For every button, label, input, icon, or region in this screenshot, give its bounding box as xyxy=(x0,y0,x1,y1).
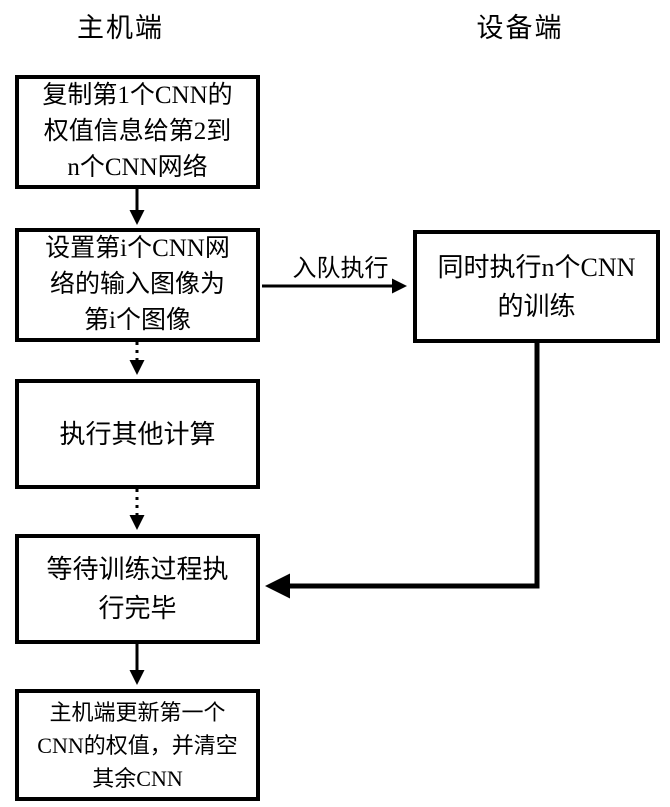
node-set-input-label: 设置第i个CNN网 络的输入图像为 第i个图像 xyxy=(45,234,230,335)
node-other-compute-label: 执行其他计算 xyxy=(59,419,216,449)
node-device-train: 同时执行n个CNN 的训练 xyxy=(413,230,660,343)
host-column-header-label: 主机端 xyxy=(77,13,164,43)
node-wait-training: 等待训练过程执 行完毕 xyxy=(15,534,260,644)
node-wait-training-label: 等待训练过程执 行完毕 xyxy=(46,555,229,623)
node-other-compute: 执行其他计算 xyxy=(15,379,260,489)
node-update-weights-label: 主机端更新第一个 CNN的权值，并清空 其余CNN xyxy=(37,699,238,791)
node-device-train-label: 同时执行n个CNN 的训练 xyxy=(437,252,636,321)
host-column-header: 主机端 xyxy=(58,6,183,45)
enqueue-edge-label-text: 入队执行 xyxy=(292,256,389,282)
edge-device-to-wait xyxy=(265,343,540,599)
device-column-header-label: 设备端 xyxy=(476,13,564,43)
node-copy-weights: 复制第1个CNN的 权值信息给第2到 n个CNN网络 xyxy=(15,75,260,189)
node-set-input: 设置第i个CNN网 络的输入图像为 第i个图像 xyxy=(15,228,260,342)
device-column-header: 设备端 xyxy=(455,6,585,45)
node-copy-weights-label: 复制第1个CNN的 权值信息给第2到 n个CNN网络 xyxy=(42,81,233,182)
node-update-weights: 主机端更新第一个 CNN的权值，并清空 其余CNN xyxy=(15,689,260,801)
enqueue-edge-label: 入队执行 xyxy=(283,248,398,283)
